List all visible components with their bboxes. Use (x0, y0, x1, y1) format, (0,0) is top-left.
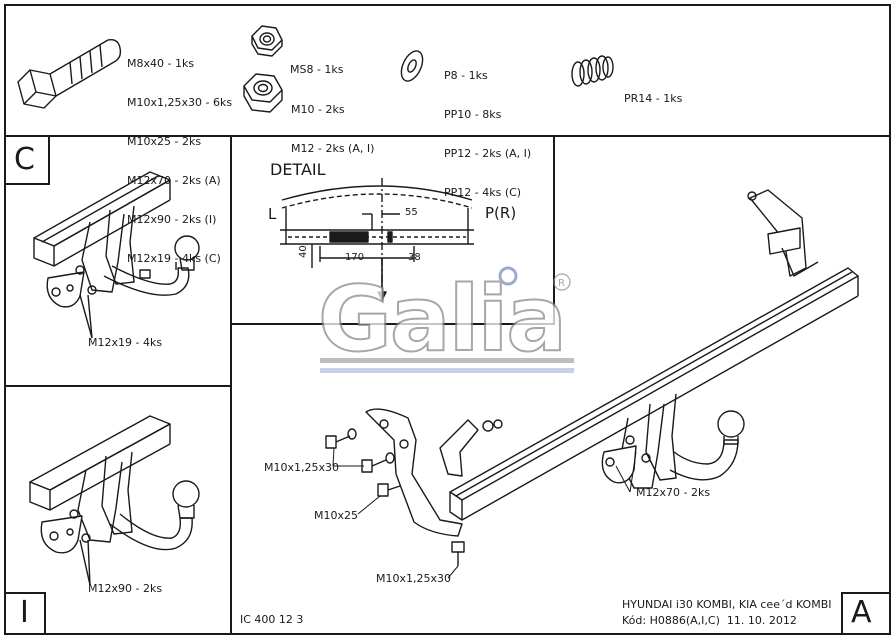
leader-lines (332, 447, 637, 579)
large-nut-icon (243, 73, 283, 113)
bolt-label-upper: M10x1,25x30 (264, 461, 339, 474)
galia-logo: Galia R (317, 266, 574, 373)
bolt-spec: M12x70 - 2ks (A) (127, 174, 221, 187)
bolt-spec: M12x90 - 2ks (I) (127, 213, 217, 226)
detail-box-bottom (230, 323, 554, 325)
bolts-list: M8x40 - 1ks M10x1,25x30 - 6ks M10x25 - 2… (127, 31, 232, 278)
spring-icon (571, 55, 614, 87)
panel-a-letter: A (851, 595, 872, 630)
nut-spec: M10 - 2ks (291, 103, 345, 116)
washer-spec: PP12 - 2ks (A, I) (444, 147, 532, 160)
washer-spec: P8 - 1ks (444, 69, 488, 82)
drawing-frame (4, 4, 891, 635)
ball-bolt-label: M12x70 - 2ks (636, 486, 711, 499)
detail-box-right (553, 135, 555, 325)
panel-a-letter-box (841, 592, 891, 635)
dimension-40: 40 (298, 245, 309, 258)
left-row-divider (4, 385, 232, 387)
dimension-55: 55 (405, 207, 418, 218)
detail-right-label: P(R) (485, 204, 517, 222)
towbar-assembly-drawing (325, 189, 859, 566)
small-nut-list: MS8 - 1ks (290, 37, 344, 89)
bolt-label-mid: M10x25 (314, 509, 358, 522)
washer-icon (400, 50, 424, 82)
bolt-spec: M10x1,25x30 - 6ks (127, 96, 233, 109)
washer-spec: PP12 - 4ks (C) (444, 186, 522, 199)
ic-number: IC 400 12 3 (240, 613, 304, 626)
dimension-38: 38 (408, 252, 421, 263)
panel-i-drawing (29, 415, 200, 586)
vehicle-name: HYUNDAI i30 KOMBI, KIA cee´d KOMBI (622, 598, 832, 611)
panel-c-drawing (33, 171, 200, 339)
bolt-icon (17, 38, 122, 109)
detail-title: DETAIL (270, 160, 326, 179)
svg-text:R: R (558, 278, 565, 289)
small-nut-icon (251, 25, 283, 57)
product-code: Kód: H0886(A,I,C) 11. 10. 2012 (622, 614, 797, 627)
washer-spec: PP10 - 8ks (444, 108, 502, 121)
bolt-label-lower: M10x1,25x30 (376, 572, 451, 585)
svg-text:Galia: Galia (318, 267, 565, 372)
bolt-spec: M8x40 - 1ks (127, 57, 195, 70)
large-nut-list: M10 - 2ks M12 - 2ks (A, I) (291, 77, 374, 168)
panel-i-letter-box (4, 592, 46, 635)
panel-c-bolt-label: M12x19 - 4ks (88, 336, 163, 349)
detail-left-label: L (268, 205, 277, 223)
nut-spec: MS8 - 1ks (290, 63, 344, 76)
panel-c-letter: C (14, 142, 35, 177)
header-divider (4, 135, 891, 137)
detail-drawing (280, 178, 474, 301)
panel-i-bolt-label: M12x90 - 2ks (88, 582, 163, 595)
bolt-spec: M12x19 - 4ks (C) (127, 252, 221, 265)
dimension-170: 170 (345, 252, 365, 263)
panel-i-letter: I (20, 595, 29, 630)
nut-spec: M12 - 2ks (A, I) (291, 142, 375, 155)
spring-spec: PR14 - 1ks (624, 92, 683, 105)
panel-c-letter-box (4, 135, 50, 185)
spring-list: PR14 - 1ks (624, 66, 682, 118)
washer-list: P8 - 1ks PP10 - 8ks PP12 - 2ks (A, I) PP… (444, 43, 531, 212)
bolt-spec: M10x25 - 2ks (127, 135, 202, 148)
